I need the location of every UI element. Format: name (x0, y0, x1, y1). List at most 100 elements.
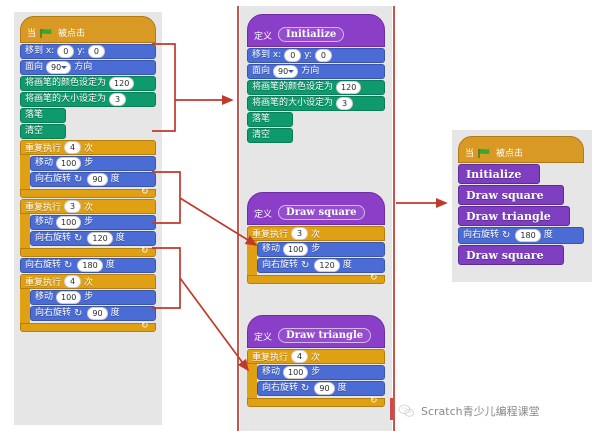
goto-x-value[interactable]: 0 (284, 49, 302, 62)
define-initialize-stack[interactable]: 定义 Initialize 移到 x: 0 y: 0 面向 90 方向 将画笔的… (247, 14, 385, 144)
call-draw-square-block-2[interactable]: Draw square (458, 245, 564, 265)
footer-brand-text: Scratch青少儿编程课堂 (421, 405, 540, 418)
repeat-times[interactable]: 3 (291, 227, 309, 240)
define-label: 定义 (254, 333, 273, 343)
turn-degrees[interactable]: 90 (87, 173, 108, 186)
turn-degrees[interactable]: 120 (87, 232, 113, 245)
move-steps[interactable]: 100 (56, 157, 82, 170)
pen-down-block[interactable]: 落笔 (247, 112, 293, 127)
define-hat-draw-triangle[interactable]: 定义 Draw triangle (247, 315, 385, 348)
turn-clockwise-icon: ↻ (301, 383, 310, 394)
call-draw-triangle-block[interactable]: Draw triangle (458, 206, 570, 226)
set-pen-color-value[interactable]: 120 (109, 77, 135, 90)
pen-down-label: 落笔 (25, 110, 44, 120)
turn-right-block[interactable]: 向右旋转 ↻ 90 度 (257, 381, 385, 396)
repeat-block[interactable]: 重复执行 3 次 移动 100 步 向右旋转 ↻ 120 度 (247, 226, 385, 284)
repeat-3-times[interactable]: 4 (64, 275, 82, 288)
move-suffix: 步 (311, 367, 321, 377)
define-draw-square-stack[interactable]: 定义 Draw square 重复执行 3 次 移动 100 步 向右旋转 ↻ … (247, 192, 385, 285)
turn-degrees[interactable]: 180 (77, 259, 103, 272)
turn-suffix: 度 (110, 308, 120, 318)
when-green-flag-clicked-hat[interactable]: 当 被点击 (458, 136, 584, 163)
point-direction-value[interactable]: 90 (273, 65, 299, 78)
set-pen-size-block[interactable]: 将画笔的大小设定为 3 (20, 92, 156, 107)
custom-block-name[interactable]: Draw triangle (278, 328, 372, 343)
point-in-direction-block[interactable]: 面向 90 方向 (247, 64, 385, 79)
move-block[interactable]: 移动 100 步 (30, 290, 156, 305)
turn-clockwise-icon: ↻ (502, 230, 511, 241)
set-pen-color-block[interactable]: 将画笔的颜色设定为 120 (247, 80, 385, 95)
repeat-body: 移动 100 步 向右旋转 ↻ 90 度 (247, 364, 385, 398)
move-block[interactable]: 移动 100 步 (30, 215, 156, 230)
repeat-block-3[interactable]: 重复执行 4 次 移动 100 步 向右旋转 ↻ 90 度 (20, 274, 156, 332)
goto-x-value[interactable]: 0 (57, 45, 75, 58)
move-block[interactable]: 移动 100 步 (257, 365, 385, 380)
set-pen-size-value[interactable]: 3 (109, 93, 127, 106)
turn-degrees[interactable]: 180 (515, 229, 541, 242)
move-block[interactable]: 移动 100 步 (257, 242, 385, 257)
pen-down-block[interactable]: 落笔 (20, 108, 66, 123)
left-script-stack[interactable]: 当 被点击 移到 x: 0 y: 0 面向 90 方向 将画笔的颜色设定为 12… (20, 16, 156, 333)
move-steps[interactable]: 100 (283, 243, 309, 256)
turn-suffix: 度 (105, 260, 115, 270)
clear-block[interactable]: 清空 (247, 128, 293, 143)
repeat-2-header[interactable]: 重复执行 3 次 (20, 199, 156, 214)
set-pen-size-block[interactable]: 将画笔的大小设定为 3 (247, 96, 385, 111)
repeat-prefix: 重复执行 (252, 353, 289, 363)
footer-accent-bar (390, 398, 393, 420)
repeat-2-times[interactable]: 3 (64, 200, 82, 213)
goto-x-label: 移到 x: (25, 46, 55, 56)
repeat-2-footer (20, 248, 156, 257)
point-direction-value[interactable]: 90 (46, 61, 72, 74)
repeat-times[interactable]: 4 (291, 350, 309, 363)
repeat-block[interactable]: 重复执行 4 次 移动 100 步 向右旋转 ↻ 90 度 (247, 349, 385, 407)
set-pen-size-value[interactable]: 3 (336, 97, 354, 110)
move-block[interactable]: 移动 100 步 (30, 156, 156, 171)
repeat-2-prefix: 重复执行 (25, 203, 62, 213)
turn-right-block[interactable]: 向右旋转 ↻ 120 度 (257, 258, 385, 273)
call-initialize-block[interactable]: Initialize (458, 164, 540, 184)
move-suffix: 步 (84, 217, 94, 227)
move-steps[interactable]: 100 (283, 366, 309, 379)
goto-xy-block[interactable]: 移到 x: 0 y: 0 (247, 48, 385, 63)
repeat-1-times[interactable]: 4 (64, 141, 82, 154)
repeat-1-header[interactable]: 重复执行 4 次 (20, 140, 156, 155)
turn-right-block[interactable]: 向右旋转 ↻ 120 度 (30, 231, 156, 246)
turn-right-block[interactable]: 向右旋转 ↻ 180 度 (458, 227, 584, 244)
call-draw-square-block[interactable]: Draw square (458, 185, 564, 205)
clear-block[interactable]: 清空 (20, 124, 66, 139)
repeat-block-2[interactable]: 重复执行 3 次 移动 100 步 向右旋转 ↻ 120 度 (20, 199, 156, 257)
turn-clockwise-icon: ↻ (74, 308, 83, 319)
set-pen-color-value[interactable]: 120 (336, 81, 362, 94)
clear-label: 清空 (25, 126, 44, 136)
when-green-flag-clicked-hat[interactable]: 当 被点击 (20, 16, 156, 43)
turn-right-block[interactable]: 向右旋转 ↻ 90 度 (30, 306, 156, 321)
repeat-3-header[interactable]: 重复执行 4 次 (20, 274, 156, 289)
move-steps[interactable]: 100 (56, 216, 82, 229)
turn-right-block[interactable]: 向右旋转 ↻ 180 度 (20, 258, 156, 273)
define-hat-draw-square[interactable]: 定义 Draw square (247, 192, 385, 225)
define-draw-triangle-stack[interactable]: 定义 Draw triangle 重复执行 4 次 移动 100 步 向右旋转 … (247, 315, 385, 408)
repeat-3-suffix: 次 (84, 278, 94, 288)
green-flag-icon (478, 148, 490, 158)
define-hat-initialize[interactable]: 定义 Initialize (247, 14, 385, 47)
goto-xy-block[interactable]: 移到 x: 0 y: 0 (20, 44, 156, 59)
goto-y-value[interactable]: 0 (87, 45, 105, 58)
turn-degrees[interactable]: 120 (314, 259, 340, 272)
point-in-direction-block[interactable]: 面向 90 方向 (20, 60, 156, 75)
turn-degrees[interactable]: 90 (314, 382, 335, 395)
point-direction-prefix: 面向 (252, 66, 271, 76)
right-script-stack[interactable]: 当 被点击 Initialize Draw square Draw triang… (458, 136, 584, 266)
set-pen-color-block[interactable]: 将画笔的颜色设定为 120 (20, 76, 156, 91)
move-steps[interactable]: 100 (56, 291, 82, 304)
turn-degrees[interactable]: 90 (87, 307, 108, 320)
repeat-suffix: 次 (311, 230, 321, 240)
custom-block-name[interactable]: Draw square (278, 205, 365, 220)
custom-block-name[interactable]: Initialize (278, 27, 345, 42)
repeat-header[interactable]: 重复执行 4 次 (247, 349, 385, 364)
repeat-block-1[interactable]: 重复执行 4 次 移动 100 步 向右旋转 ↻ 90 度 (20, 140, 156, 198)
goto-y-value[interactable]: 0 (314, 49, 332, 62)
repeat-header[interactable]: 重复执行 3 次 (247, 226, 385, 241)
turn-prefix: 向右旋转 (262, 383, 299, 393)
turn-right-block[interactable]: 向右旋转 ↻ 90 度 (30, 172, 156, 187)
